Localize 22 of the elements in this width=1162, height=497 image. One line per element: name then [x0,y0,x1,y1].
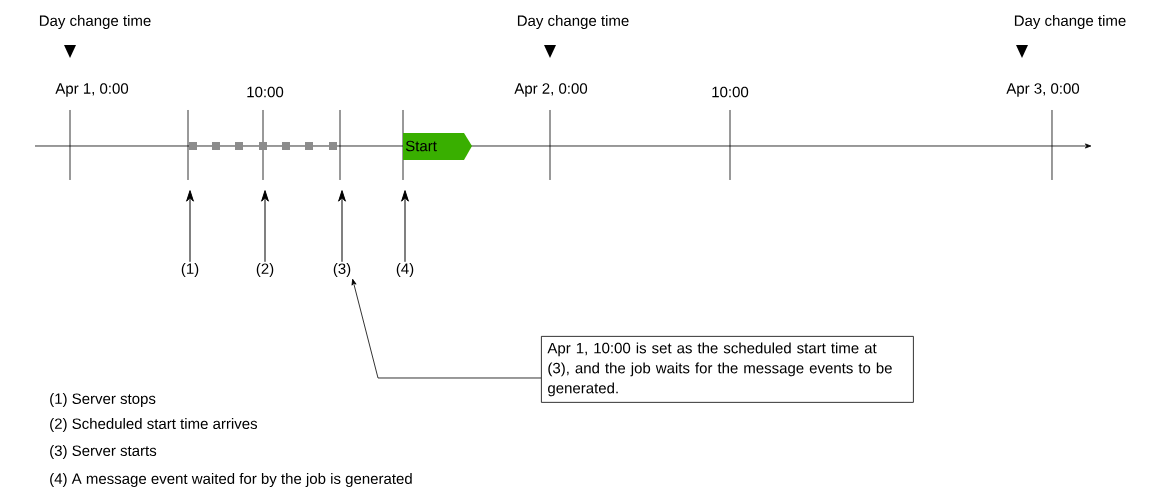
time-label: 10:00 [247,86,284,98]
day-change-label: Day change time [517,15,629,29]
callout-box: Apr 1, 10:00 is set as the scheduled start time at (3), and the job waits for the message events to be generated. [541,336,914,403]
legend-item: (4) A message event waited for by the job is generated [50,473,412,487]
time-label: Apr 2, 0:00 [514,83,588,97]
time-label: Apr 3, 0:00 [1006,83,1080,97]
event-number: (2) [256,263,274,277]
legend-item: (3) Server starts [50,445,157,459]
leader-line [351,278,542,379]
time-label: Apr 1, 0:00 [55,83,129,97]
event-number: (4) [396,263,414,277]
arrow [186,190,194,263]
legend-item: (1) Server stops [50,393,156,407]
legend-item: (2) Scheduled start time arrives [50,418,258,432]
event-number: (3) [333,263,351,277]
event-number: (1) [181,263,199,277]
arrow [261,190,269,263]
day-change-label: Day change time [39,15,151,29]
arrow [401,190,409,263]
arrow [338,190,346,263]
day-change-label: Day change time [1014,15,1126,29]
time-label: 10:00 [712,86,749,98]
